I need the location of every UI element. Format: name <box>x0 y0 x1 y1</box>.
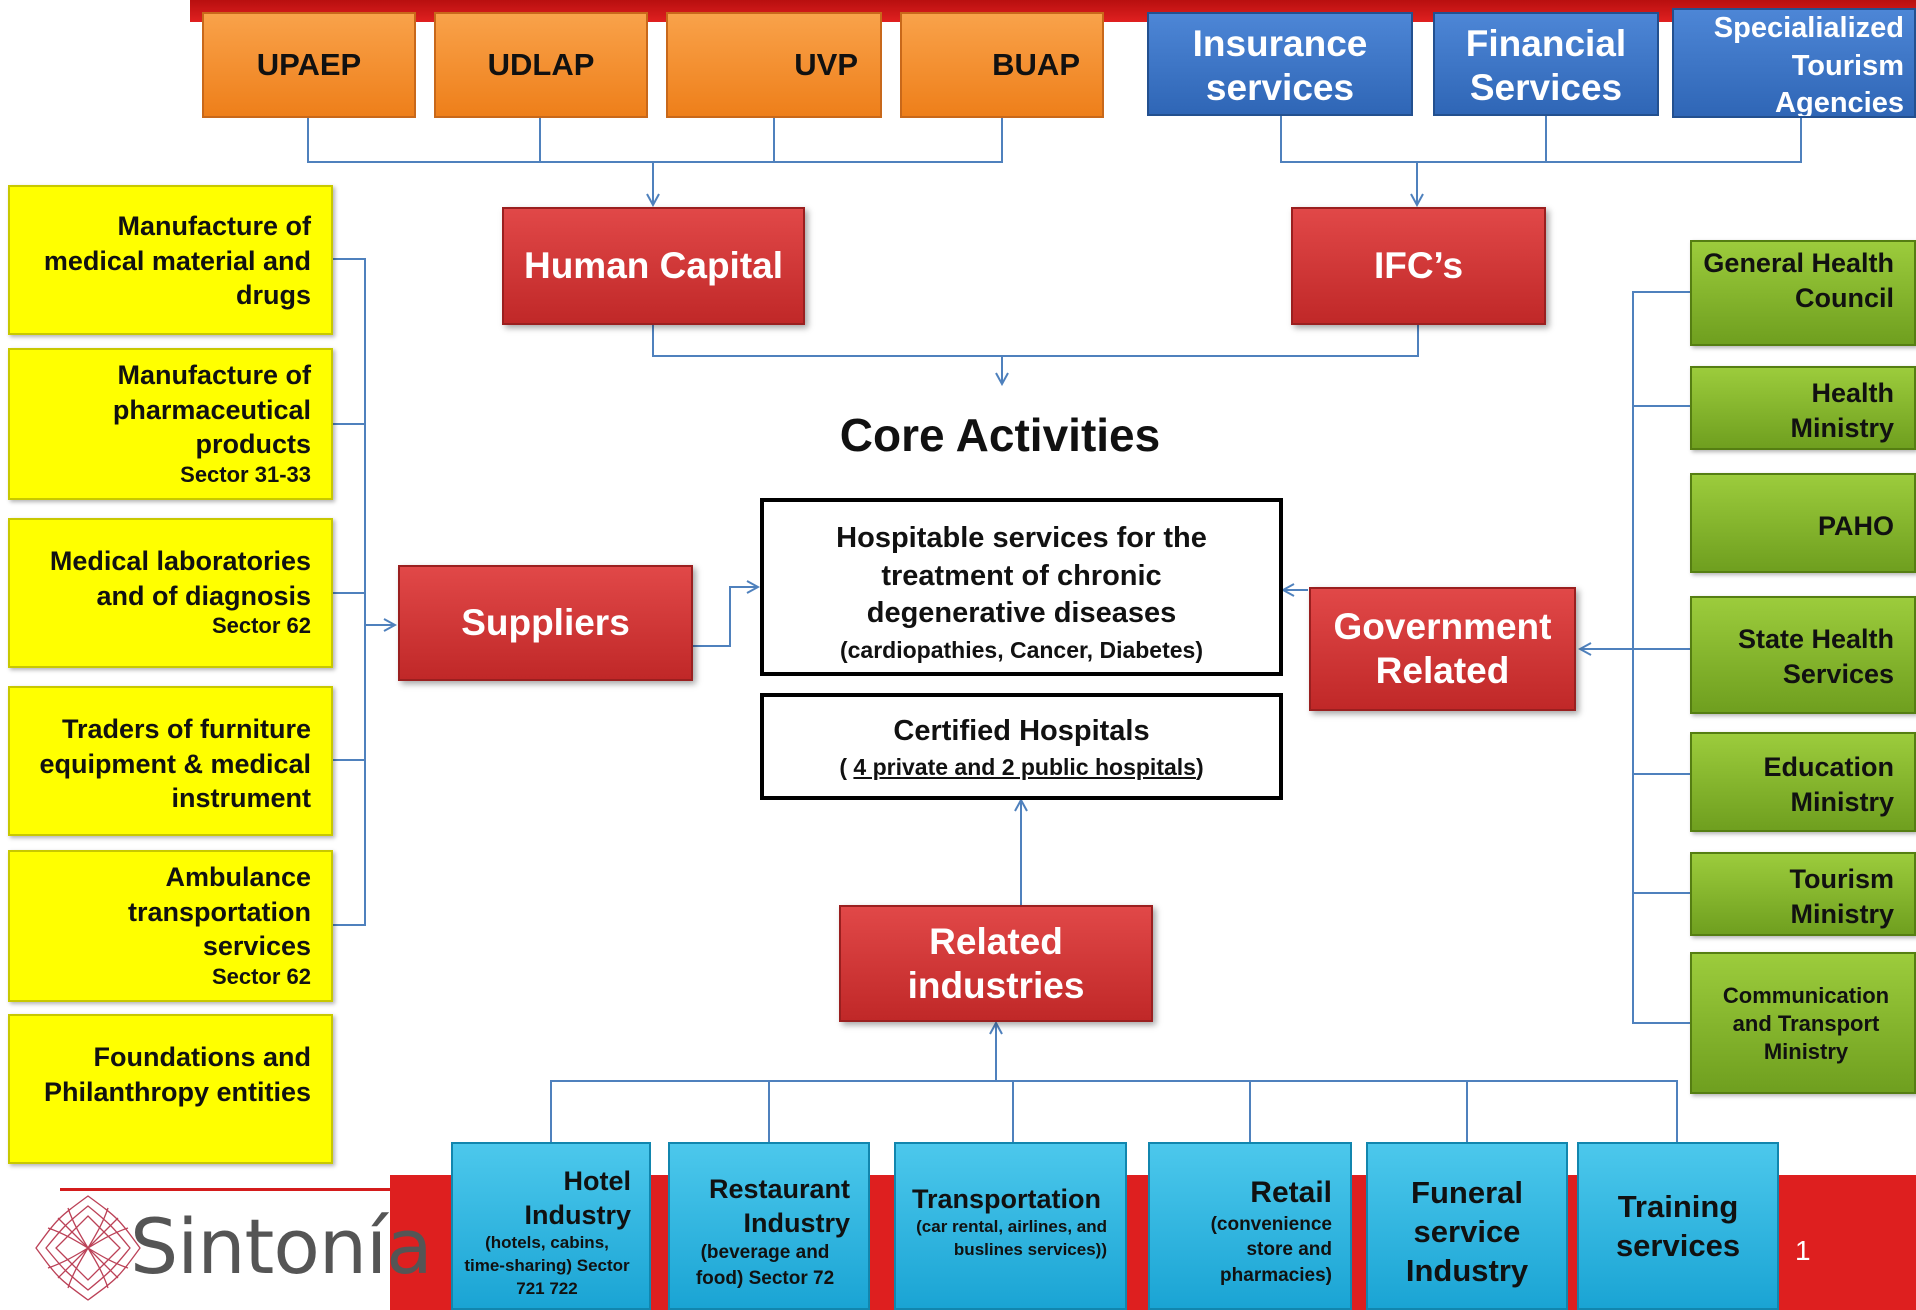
industry-box-retail: Retail (convenience store and pharmacies… <box>1148 1142 1352 1310</box>
human-capital-label: Human Capital <box>523 245 784 287</box>
supplier-item: Medical laboratories and of diagnosis Se… <box>8 518 333 668</box>
certified-hospitals-box: Certified Hospitals ( 4 private and 2 pu… <box>760 693 1283 800</box>
government-entity-label: General Health Council <box>1703 248 1894 313</box>
supplier-sector: Sector 62 <box>211 613 311 639</box>
government-entity-label: Tourism Ministry <box>1789 864 1894 929</box>
government-label: Government Related <box>1333 606 1552 691</box>
service-box-insurance: Insurance services <box>1147 12 1413 116</box>
supplier-title: Medical laboratories and of diagnosis <box>49 546 311 611</box>
government-entity: State Health Services <box>1690 596 1916 714</box>
government-entity-label: Health Ministry <box>1790 378 1894 443</box>
university-box-udlap: UDLAP <box>434 12 648 118</box>
certified-hospitals-sub: 4 private and 2 public hospitals <box>853 754 1196 780</box>
bottom-thin-line <box>60 1188 390 1191</box>
related-industries-label: Related industries <box>907 920 1085 1006</box>
government-entity: Education Ministry <box>1690 732 1916 832</box>
industry-title: Funeral service Industry <box>1405 1175 1529 1288</box>
service-label: Insurance services <box>1192 23 1368 108</box>
page-number: 1 <box>1795 1235 1811 1266</box>
logo-text: Sintonía <box>130 1202 433 1291</box>
industry-box-hotel: Hotel Industry (hotels, cabins, time-sha… <box>451 1142 651 1310</box>
industry-sub: (beverage and food) Sector 72 <box>695 1242 835 1289</box>
supplier-item: Manufacture of medical material and drug… <box>8 185 333 335</box>
industry-title: Hotel Industry <box>524 1166 631 1231</box>
university-box-buap: BUAP <box>900 12 1104 118</box>
paren-close: ) <box>1195 754 1204 780</box>
supplier-sector: Sector 62 <box>211 963 311 989</box>
service-box-tourism-agencies: Specialialized Tourism Agencies <box>1672 8 1916 118</box>
certified-hospitals-title: Certified Hospitals <box>893 715 1150 747</box>
suppliers-label: Suppliers <box>461 602 630 644</box>
core-activities-title: Core Activities <box>839 409 1161 461</box>
government-entity: General Health Council <box>1690 240 1916 346</box>
supplier-title: Ambulance transportation services <box>127 862 311 962</box>
core-activity-title: Hospitable services for the treatment of… <box>836 522 1207 630</box>
core-activity-box: Hospitable services for the treatment of… <box>760 498 1283 676</box>
supplier-sector: Sector 31-33 <box>180 461 311 487</box>
supplier-title: Manufacture of pharmaceutical products <box>112 360 311 460</box>
university-box-upaep: UPAEP <box>202 12 416 118</box>
suppliers-box: Suppliers <box>398 565 693 681</box>
university-label: BUAP <box>992 47 1080 82</box>
human-capital-box: Human Capital <box>502 207 805 325</box>
government-entity: PAHO <box>1690 473 1916 573</box>
industry-sub: (convenience store and pharmacies) <box>1210 1213 1332 1287</box>
government-entity-label: State Health Services <box>1737 624 1894 689</box>
core-activity-sub: (cardiopathies, Cancer, Diabetes) <box>839 637 1203 664</box>
university-label: UDLAP <box>487 47 595 82</box>
industry-sub: (hotels, cabins, time-sharing) Sector 72… <box>464 1233 630 1298</box>
industry-title: Transportation <box>911 1184 1101 1214</box>
supplier-title: Traders of furniture equipment & medical… <box>39 714 311 814</box>
government-entity-label: PAHO <box>1817 511 1894 541</box>
service-label: Financial Services <box>1465 23 1627 108</box>
supplier-title: Manufacture of medical material and drug… <box>43 211 311 311</box>
industry-box-training: Training services <box>1577 1142 1779 1310</box>
paren-open: ( <box>839 754 854 780</box>
industry-box-transportation: Transportation (car rental, airlines, an… <box>894 1142 1127 1310</box>
service-label: Specialialized Tourism Agencies <box>1713 12 1904 118</box>
government-related-box: Government Related <box>1309 587 1576 711</box>
university-box-uvp: UVP <box>666 12 882 118</box>
certified-hospitals-sub-line: ( 4 private and 2 public hospitals) <box>764 754 1279 781</box>
ifcs-box: IFC’s <box>1291 207 1546 325</box>
government-entity: Tourism Ministry <box>1690 852 1916 936</box>
sintonia-logo: Sintonía <box>20 1182 433 1310</box>
industry-title: Retail <box>1250 1176 1332 1209</box>
government-entity-label: Education Ministry <box>1763 752 1894 817</box>
supplier-title: Foundations and Philanthropy entities <box>43 1042 311 1107</box>
industry-title: Training services <box>1615 1189 1741 1263</box>
university-label: UVP <box>794 47 858 82</box>
university-label: UPAEP <box>256 47 362 82</box>
supplier-item: Foundations and Philanthropy entities <box>8 1014 333 1164</box>
government-entity: Health Ministry <box>1690 366 1916 450</box>
government-entity: Communication and Transport Ministry <box>1690 952 1916 1094</box>
industry-title: Restaurant Industry <box>708 1174 850 1239</box>
supplier-item: Ambulance transportation services Sector… <box>8 850 333 1002</box>
industry-box-funeral: Funeral service Industry <box>1366 1142 1568 1310</box>
industry-sub: (car rental, airlines, and buslines serv… <box>916 1217 1107 1259</box>
ifcs-label: IFC’s <box>1373 245 1464 287</box>
supplier-item: Manufacture of pharmaceutical products S… <box>8 348 333 500</box>
supplier-item: Traders of furniture equipment & medical… <box>8 686 333 836</box>
related-industries-box: Related industries <box>839 905 1153 1022</box>
industry-box-restaurant: Restaurant Industry (beverage and food) … <box>668 1142 870 1310</box>
service-box-financial: Financial Services <box>1433 12 1659 116</box>
logo-mark-icon <box>35 1195 141 1301</box>
government-entity-label: Communication and Transport Ministry <box>1722 983 1890 1065</box>
